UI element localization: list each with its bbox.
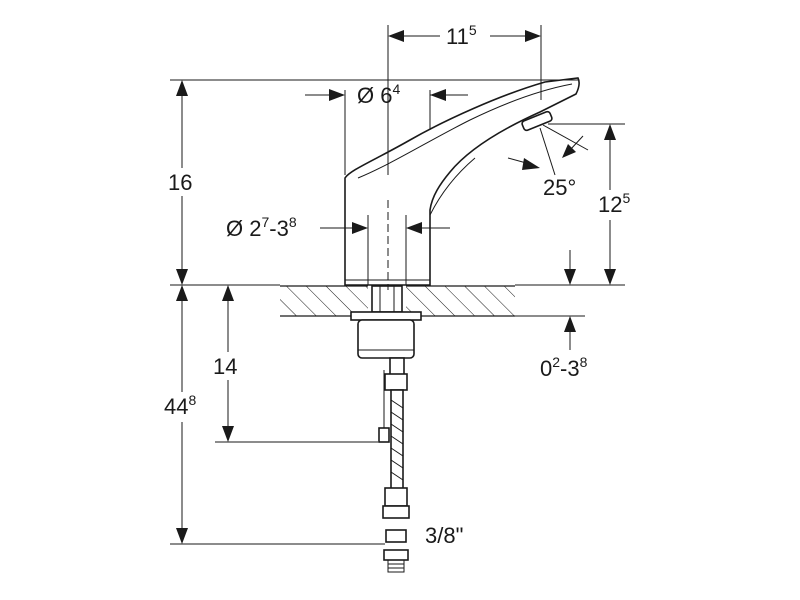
connection-size: 3/8" bbox=[425, 523, 463, 548]
svg-text:Ø 64: Ø 64 bbox=[357, 81, 400, 108]
hole-diameter-sup1: 7 bbox=[261, 214, 269, 230]
spout-diameter-sup: 4 bbox=[392, 81, 400, 97]
connection-label: 3/8" bbox=[425, 523, 463, 548]
svg-text:Ø 27-38: Ø 27-38 bbox=[226, 214, 297, 241]
dimension-total-height: 16 bbox=[165, 79, 578, 286]
hole-diameter-label: Ø 2 bbox=[226, 216, 261, 241]
reach-sup: 5 bbox=[469, 22, 477, 38]
svg-text:125: 125 bbox=[598, 190, 630, 217]
svg-text:115: 115 bbox=[446, 22, 477, 49]
shank-depth-label: 14 bbox=[213, 354, 237, 379]
reach-label: 11 bbox=[446, 24, 469, 49]
dimension-hose-length: 448 bbox=[160, 285, 385, 545]
hole-diameter-mid: -3 bbox=[269, 216, 289, 241]
mounting-shank bbox=[350, 285, 422, 359]
dimension-hole-diameter: Ø 27-38 bbox=[226, 214, 450, 285]
deck-thickness-sup2: 8 bbox=[580, 354, 588, 370]
supply-hose bbox=[378, 357, 410, 573]
outlet-height-label: 12 bbox=[598, 192, 622, 217]
hose-length-sup: 8 bbox=[188, 392, 196, 408]
outlet-height-sup: 5 bbox=[622, 190, 630, 206]
spray-angle-label: 25° bbox=[543, 175, 576, 200]
svg-text:448: 448 bbox=[164, 392, 196, 419]
spout-diameter-label: Ø 6 bbox=[357, 83, 392, 108]
dimension-outlet-height: 125 bbox=[515, 123, 640, 286]
deck-thickness-label: 0 bbox=[540, 356, 552, 381]
dimension-reach: 115 bbox=[387, 22, 542, 175]
hose-length-label: 44 bbox=[164, 394, 188, 419]
deck-thickness-sup1: 2 bbox=[552, 354, 560, 370]
hole-diameter-sup2: 8 bbox=[289, 214, 297, 230]
total-height-label: 16 bbox=[168, 170, 192, 195]
svg-text:02-38: 02-38 bbox=[540, 354, 588, 381]
dimension-spray-angle: 25° bbox=[507, 124, 589, 200]
dimension-shank-depth: 14 bbox=[210, 285, 378, 443]
deck-thickness-mid: -3 bbox=[560, 356, 580, 381]
dimension-deck-thickness: 02-38 bbox=[515, 250, 588, 381]
dimension-spout-diameter: Ø 64 bbox=[305, 81, 468, 175]
